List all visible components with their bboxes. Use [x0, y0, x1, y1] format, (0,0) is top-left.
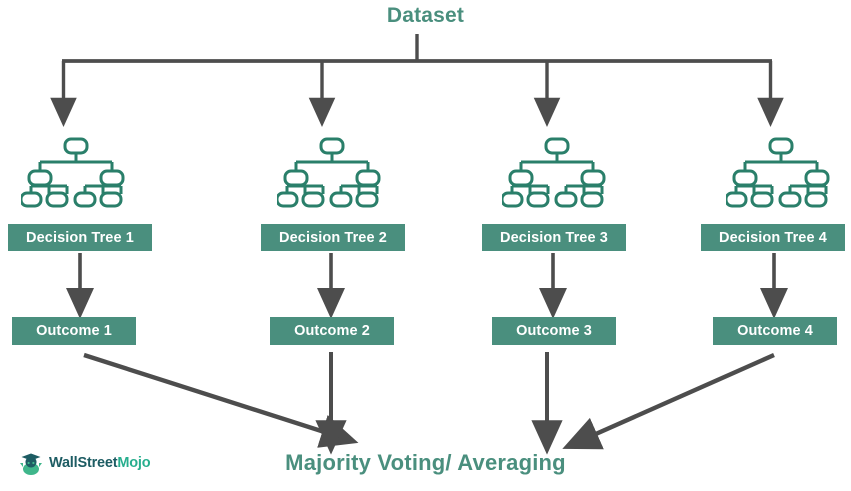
decision-tree-icon-3 — [502, 137, 606, 208]
logo-text-wallstreet: WallStreet — [49, 455, 118, 471]
wallstreetmojo-logo: WallStreetMojo — [18, 450, 151, 476]
logo-wordmark: WallStreetMojo — [49, 455, 151, 471]
outcome-to-vote-arrow-4 — [562, 352, 775, 450]
decision-tree-box-1[interactable]: Decision Tree 1 — [8, 224, 152, 251]
decision-tree-icon-4 — [726, 137, 830, 208]
outcome-to-vote-arrow-1 — [83, 352, 359, 448]
majority-voting-label: Majority Voting/ Averaging — [285, 450, 566, 475]
logo-text-mojo: Mojo — [117, 455, 151, 471]
bull-graduate-icon — [20, 453, 42, 475]
outcome-box-3[interactable]: Outcome 3 — [492, 317, 616, 345]
decision-tree-box-2[interactable]: Decision Tree 2 — [261, 224, 405, 251]
decision-tree-box-3[interactable]: Decision Tree 3 — [482, 224, 626, 251]
outcome-box-1[interactable]: Outcome 1 — [12, 317, 136, 345]
outcome-box-4[interactable]: Outcome 4 — [713, 317, 837, 345]
decision-tree-icon-1 — [21, 137, 125, 208]
page-title: Dataset — [386, 4, 465, 27]
decision-tree-box-4[interactable]: Decision Tree 4 — [701, 224, 845, 251]
decision-tree-icon-2 — [277, 137, 381, 208]
outcome-box-2[interactable]: Outcome 2 — [270, 317, 394, 345]
